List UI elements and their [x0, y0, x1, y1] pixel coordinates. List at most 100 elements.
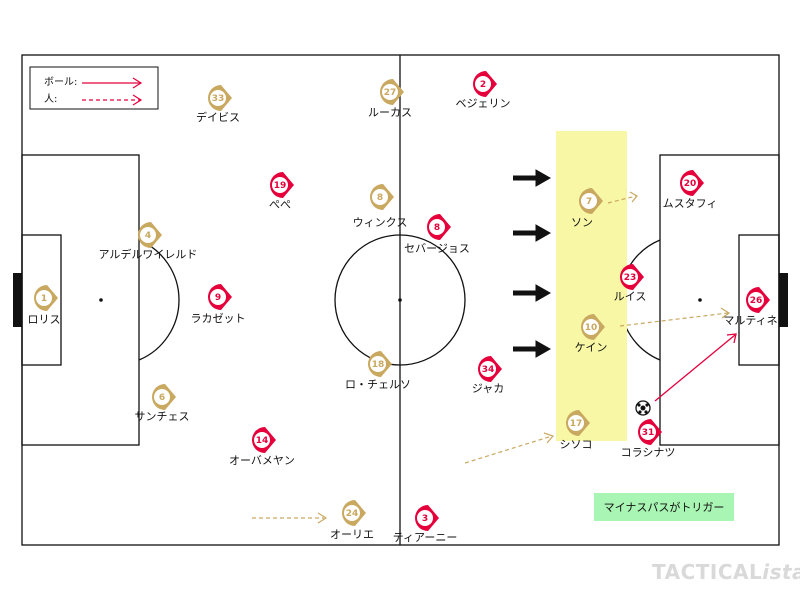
- left-goal: [13, 273, 22, 327]
- player-number: 24: [346, 509, 359, 519]
- run-arrow-kane: [619, 307, 731, 327]
- player-token: 7 ソン: [571, 188, 603, 229]
- player-number: 8: [377, 193, 383, 203]
- player-token: 6 サンチェス: [135, 384, 190, 423]
- player-marker-face: [272, 177, 288, 193]
- player-number: 27: [384, 88, 397, 98]
- left-penalty-spot: [99, 298, 103, 302]
- player-name: コラシナツ: [621, 446, 676, 459]
- run-arrow-sissoko: [464, 432, 555, 464]
- player-marker-face: [382, 84, 398, 100]
- player-number: 4: [145, 231, 151, 241]
- movement-arrows: [252, 191, 731, 524]
- player-token: 34 ジャカ: [472, 356, 504, 395]
- highlight-zone: [556, 131, 627, 441]
- player-name: ジャカ: [472, 382, 504, 395]
- player-marker-face: [475, 76, 491, 92]
- player-name: ムスタフィ: [663, 197, 718, 210]
- player-number: 33: [212, 94, 225, 104]
- right-goal: [779, 273, 788, 327]
- player-name: サンチェス: [135, 410, 190, 423]
- player-name: ケイン: [575, 341, 608, 354]
- press-arrow-2: [513, 224, 552, 242]
- player-token: 14 オーバメヤン: [229, 427, 295, 467]
- player-name: ソン: [571, 216, 593, 229]
- player-name: ルーカス: [368, 106, 412, 119]
- press-arrow-4: [513, 340, 552, 358]
- player-number: 8: [434, 223, 440, 233]
- brand-suffix: ista: [762, 560, 800, 584]
- player-marker-face: [682, 175, 698, 191]
- player-number: 31: [642, 428, 655, 438]
- legend-person-label: 人:: [44, 93, 57, 105]
- player-number: 34: [482, 365, 495, 375]
- player-name: ラカゼット: [191, 312, 246, 325]
- players-layer: 1ロリス33デイビス4アルデルワイレルド6サンチェス27ルーカス8ウィンクス18…: [28, 71, 789, 544]
- player-token: 26 マルティネス: [723, 287, 789, 327]
- player-name: セバージョス: [404, 242, 470, 255]
- centre-spot: [398, 298, 402, 302]
- player-marker-face: [370, 356, 386, 372]
- brand-main: TACTICAL: [652, 560, 763, 584]
- player-number: 18: [372, 360, 385, 370]
- player-marker-face: [429, 219, 445, 235]
- player-number: 2: [480, 80, 486, 90]
- trigger-callout: マイナスパスがトリガー: [594, 493, 734, 521]
- legend-ball-label: ボール:: [44, 76, 77, 88]
- ball-icon: [635, 400, 651, 416]
- player-marker-face: [344, 505, 360, 521]
- player-number: 17: [570, 419, 583, 429]
- press-arrow-1: [513, 169, 552, 187]
- player-token: 1 ロリス: [28, 285, 61, 326]
- player-token: 8 ウィンクス: [353, 184, 408, 229]
- player-marker-face: [480, 361, 496, 377]
- brand-watermark: TACTICALista: [652, 560, 800, 584]
- player-number: 26: [750, 296, 763, 306]
- run-arrow-oaurier: [252, 512, 328, 524]
- player-name: ぺぺ: [269, 198, 291, 211]
- player-marker-face: [154, 389, 170, 405]
- player-name: デイビス: [196, 110, 240, 124]
- player-token: 33 デイビス: [196, 85, 240, 124]
- player-token: 19 ぺぺ: [269, 172, 294, 211]
- player-marker-face: [581, 193, 597, 209]
- player-number: 9: [215, 293, 221, 303]
- player-name: マルティネス: [723, 314, 788, 327]
- player-marker-face: [140, 227, 156, 243]
- player-name: オーバメヤン: [229, 454, 295, 467]
- player-name: ルイス: [614, 290, 647, 303]
- player-number: 6: [159, 393, 165, 403]
- player-name: ロリス: [28, 313, 61, 326]
- player-marker-face: [210, 90, 226, 106]
- legend-box: ボール: 人:: [29, 66, 159, 110]
- player-marker-face: [748, 292, 764, 308]
- player-name: アルデルワイレルド: [99, 247, 198, 261]
- player-token: 18ロ・チェルソ: [345, 351, 411, 391]
- right-penalty-spot: [698, 298, 702, 302]
- player-token: 20 ムスタフィ: [663, 170, 718, 210]
- player-marker-face: [417, 510, 433, 526]
- player-name: ティアーニー: [393, 531, 458, 544]
- player-number: 14: [256, 436, 269, 446]
- player-token: 31 コラシナツ: [621, 419, 676, 459]
- player-token: 23 ルイス: [614, 264, 647, 303]
- player-number: 7: [586, 197, 592, 207]
- player-name: ベジェリン: [456, 97, 511, 110]
- player-token: 8 セバージョス: [404, 214, 470, 255]
- player-marker-face: [372, 189, 388, 205]
- player-number: 23: [624, 273, 637, 283]
- player-token: 9 ラカゼット: [191, 284, 246, 325]
- player-number: 3: [422, 514, 428, 524]
- player-marker-face: [36, 290, 52, 306]
- player-marker-face: [568, 415, 584, 431]
- player-number: 19: [274, 181, 287, 191]
- player-token: 3 ティアーニー: [393, 505, 458, 544]
- player-number: 1: [41, 294, 47, 304]
- player-number: 20: [684, 179, 697, 189]
- run-arrow-son: [607, 191, 638, 204]
- player-name: ウィンクス: [353, 216, 408, 229]
